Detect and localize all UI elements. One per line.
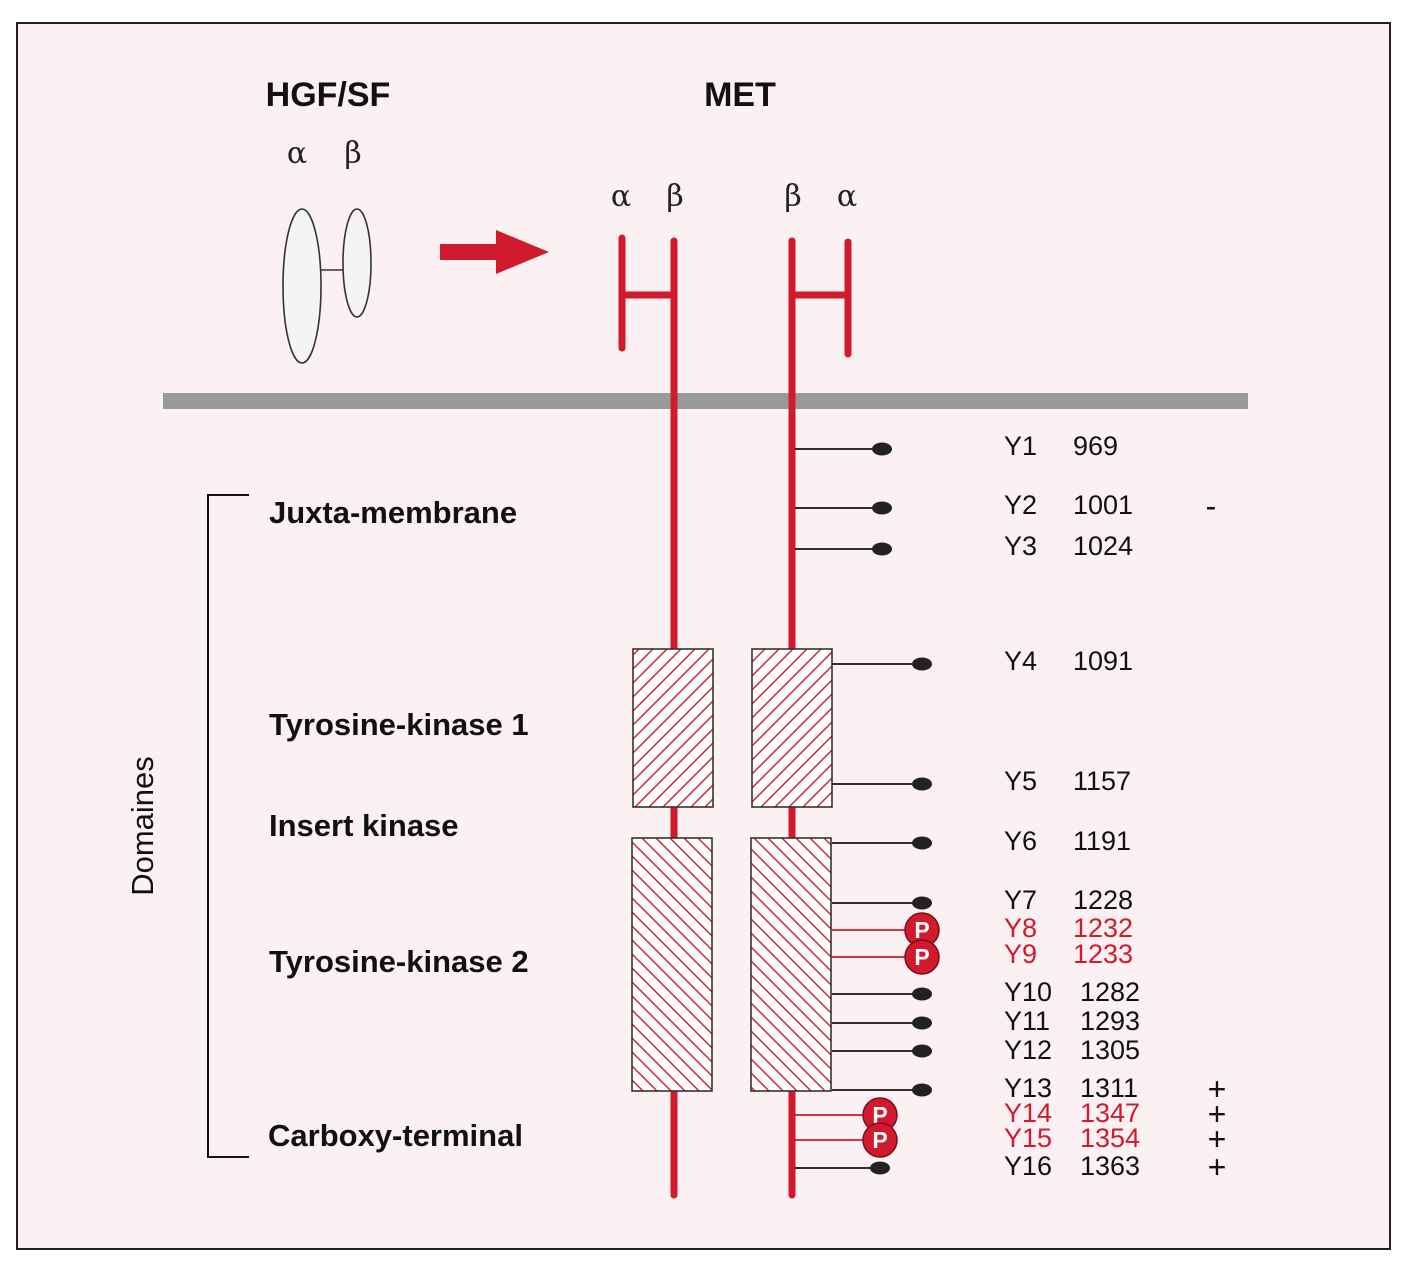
left-tyrosine-kinase-1-box xyxy=(632,648,714,808)
domain-label-tyrosine-kinase-2: Tyrosine-kinase 2 xyxy=(269,944,529,979)
site-id-label: Y8 xyxy=(1004,913,1037,943)
ligand-title: HGF/SF xyxy=(266,76,391,114)
ligand-beta-label: β xyxy=(344,136,361,171)
site-position-label: 1305 xyxy=(1080,1035,1140,1065)
site-position-label: 1024 xyxy=(1073,531,1133,561)
tyrosine-site-y14: P Y14 1347 + xyxy=(795,1096,1227,1133)
receptor-left-beta-label: β xyxy=(666,179,683,214)
tyrosine-site-y6: Y6 1191 xyxy=(832,826,1131,856)
site-id-label: Y5 xyxy=(1004,766,1037,796)
binding-arrow-icon xyxy=(440,230,549,274)
site-id-label: Y13 xyxy=(1004,1073,1052,1103)
site-position-label: 969 xyxy=(1073,431,1118,461)
site-position-label: 1232 xyxy=(1073,913,1133,943)
site-position-label: 1354 xyxy=(1080,1123,1140,1153)
site-id-label: Y6 xyxy=(1004,826,1037,856)
site-id-label: Y12 xyxy=(1004,1035,1052,1065)
tyrosine-head-icon xyxy=(872,442,892,456)
ligand-alpha-chain xyxy=(282,208,322,364)
domain-label-insert-kinase: Insert kinase xyxy=(269,808,459,843)
phospho-label: P xyxy=(914,917,929,943)
tyrosine-site-y3: Y3 1024 xyxy=(795,531,1133,561)
tyrosine-site-y16: Y16 1363 + xyxy=(795,1149,1226,1185)
domains-bracket-label: Domaines xyxy=(125,756,160,896)
tyrosine-site-y5: Y5 1157 xyxy=(832,766,1131,796)
tyrosine-head-icon xyxy=(912,1083,932,1097)
site-position-label: 1282 xyxy=(1080,977,1140,1007)
tyrosine-site-y9: P Y9 1233 xyxy=(832,939,1133,975)
receptor-left-extracellular xyxy=(618,234,678,352)
site-id-label: Y15 xyxy=(1004,1123,1052,1153)
tyrosine-site-y8: P Y8 1232 xyxy=(832,912,1133,948)
site-id-label: Y2 xyxy=(1004,490,1037,520)
tyrosine-head-icon xyxy=(912,1016,932,1030)
site-id-label: Y16 xyxy=(1004,1151,1052,1181)
right-tyrosine-kinase-1-box xyxy=(751,648,833,808)
site-id-label: Y9 xyxy=(1004,939,1037,969)
tyrosine-site-y4: Y4 1091 xyxy=(832,646,1133,676)
phospho-icon xyxy=(862,1122,898,1158)
tyrosine-head-icon xyxy=(870,1161,890,1175)
tyrosine-head-icon xyxy=(872,542,892,556)
tyrosine-site-y10: Y10 1282 xyxy=(832,977,1140,1007)
site-position-label: 1157 xyxy=(1073,766,1131,796)
site-effect-label: + xyxy=(1208,1096,1227,1132)
site-position-label: 1293 xyxy=(1080,1006,1140,1036)
hgf-ligand-shape xyxy=(282,208,372,364)
tyrosine-site-y11: Y11 1293 xyxy=(832,1006,1140,1036)
left-tyrosine-kinase-2-box xyxy=(631,837,713,1092)
site-id-label: Y11 xyxy=(1004,1006,1050,1036)
site-position-label: 1363 xyxy=(1080,1151,1140,1181)
site-position-label: 1001 xyxy=(1073,490,1133,520)
phospho-label: P xyxy=(914,944,929,970)
tyrosine-site-y7: Y7 1228 xyxy=(832,885,1133,915)
cell-membrane xyxy=(163,393,1248,409)
tyrosine-head-icon xyxy=(912,896,932,910)
tyrosine-head-icon xyxy=(912,777,932,791)
tyrosine-head-icon xyxy=(912,836,932,850)
tyrosine-site-y15: P Y15 1354 + xyxy=(795,1121,1227,1158)
domains-bracket xyxy=(207,494,249,1158)
site-position-label: 1228 xyxy=(1073,885,1133,915)
tyrosine-head-icon xyxy=(872,501,892,515)
tyrosine-head-icon xyxy=(912,1044,932,1058)
tyrosine-head-icon xyxy=(912,987,932,1001)
site-position-label: 1191 xyxy=(1073,826,1131,856)
phospho-label: P xyxy=(872,1127,887,1153)
ligand-alpha-label: α xyxy=(287,136,307,171)
tyrosine-site-y2: Y2 1001 - xyxy=(795,488,1216,524)
site-position-label: 1091 xyxy=(1073,646,1133,676)
domain-label-carboxy-terminal: Carboxy-terminal xyxy=(268,1118,523,1153)
ligand-beta-chain xyxy=(342,208,372,318)
domain-label-tyrosine-kinase-1: Tyrosine-kinase 1 xyxy=(269,707,529,742)
site-effect-label: + xyxy=(1208,1071,1227,1107)
right-tyrosine-kinase-2-box xyxy=(750,837,832,1092)
receptor-title: MET xyxy=(704,76,776,114)
tyrosine-site-y13: Y13 1311 + xyxy=(832,1071,1226,1107)
tyrosine-head-icon xyxy=(912,657,932,671)
site-id-label: Y4 xyxy=(1004,646,1037,676)
site-id-label: Y3 xyxy=(1004,531,1037,561)
receptor-left-alpha-label: α xyxy=(611,179,631,214)
receptor-right-extracellular xyxy=(789,238,852,358)
tyrosine-site-y12: Y12 1305 xyxy=(832,1035,1140,1065)
phospho-label: P xyxy=(872,1102,887,1128)
site-id-label: Y14 xyxy=(1004,1098,1052,1128)
site-position-label: 1233 xyxy=(1073,939,1133,969)
site-effect-label: - xyxy=(1206,488,1217,524)
site-position-label: 1347 xyxy=(1080,1098,1140,1128)
site-effect-label: + xyxy=(1208,1149,1227,1185)
site-id-label: Y10 xyxy=(1004,977,1052,1007)
site-id-label: Y7 xyxy=(1004,885,1037,915)
receptor-right-alpha-label: α xyxy=(837,179,857,214)
receptor-right-beta-label: β xyxy=(784,179,801,214)
site-position-label: 1311 xyxy=(1080,1073,1138,1103)
site-effect-label: + xyxy=(1208,1121,1227,1157)
site-id-label: Y1 xyxy=(1004,431,1037,461)
domain-label-juxta-membrane: Juxta-membrane xyxy=(269,495,517,530)
tyrosine-site-y1: Y1 969 xyxy=(795,431,1118,461)
phospho-icon xyxy=(904,939,940,975)
